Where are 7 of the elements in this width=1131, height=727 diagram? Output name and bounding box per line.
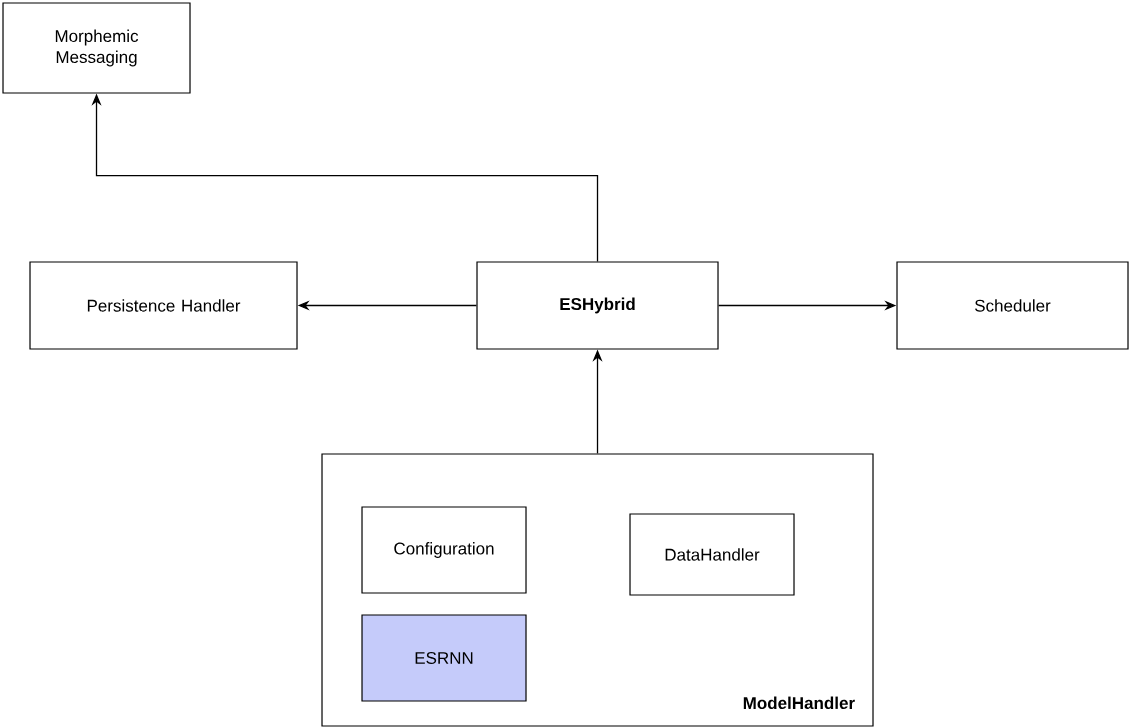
component-box: Scheduler [896,261,1129,350]
component-box: Persistence Handler [29,261,298,350]
component-box: DataHandler [629,513,795,596]
component-box: ESRNN [361,614,527,702]
component-box: Morphemic Messaging [2,2,191,94]
component-box: ESHybrid [476,261,719,350]
component-box: Configuration [361,506,527,594]
